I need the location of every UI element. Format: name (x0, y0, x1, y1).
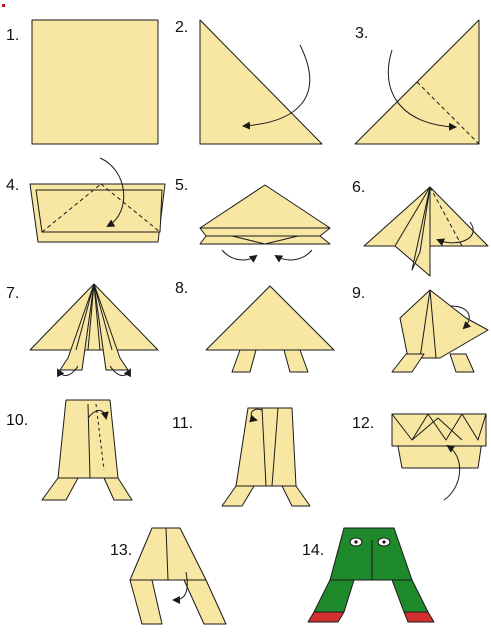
step-6-diagram (364, 187, 488, 276)
step-14-frog (308, 528, 434, 622)
step-3-number: 3. (355, 25, 368, 42)
step-4-diagram (30, 158, 165, 242)
step-9-diagram (392, 290, 488, 372)
step-11-diagram (222, 408, 310, 506)
step-12-number: 12. (352, 415, 374, 432)
step-7-diagram (30, 284, 158, 376)
step-8-number: 8. (175, 280, 188, 297)
corner-mark (2, 4, 5, 7)
step-7-number: 7. (6, 285, 19, 302)
step-11-number: 11. (172, 415, 193, 432)
step-13-diagram (130, 528, 226, 624)
step-4-number: 4. (6, 177, 19, 194)
step-6-number: 6. (352, 179, 365, 196)
step-3-diagram (355, 20, 479, 144)
step-14-number: 14. (302, 542, 324, 559)
step-13-number: 13. (110, 542, 132, 559)
step-10-diagram (42, 400, 132, 500)
diagrams (30, 20, 488, 624)
step-1-diagram (32, 20, 158, 144)
step-5-diagram (200, 185, 330, 260)
step-10-number: 10. (6, 412, 28, 429)
step-2-number: 2. (175, 19, 188, 36)
step-9-number: 9. (352, 285, 365, 302)
step-2-diagram (200, 20, 322, 144)
step-8-diagram (206, 286, 334, 372)
step-5-number: 5. (175, 177, 188, 194)
step-12-diagram (392, 414, 486, 500)
step-1-number: 1. (6, 27, 19, 44)
